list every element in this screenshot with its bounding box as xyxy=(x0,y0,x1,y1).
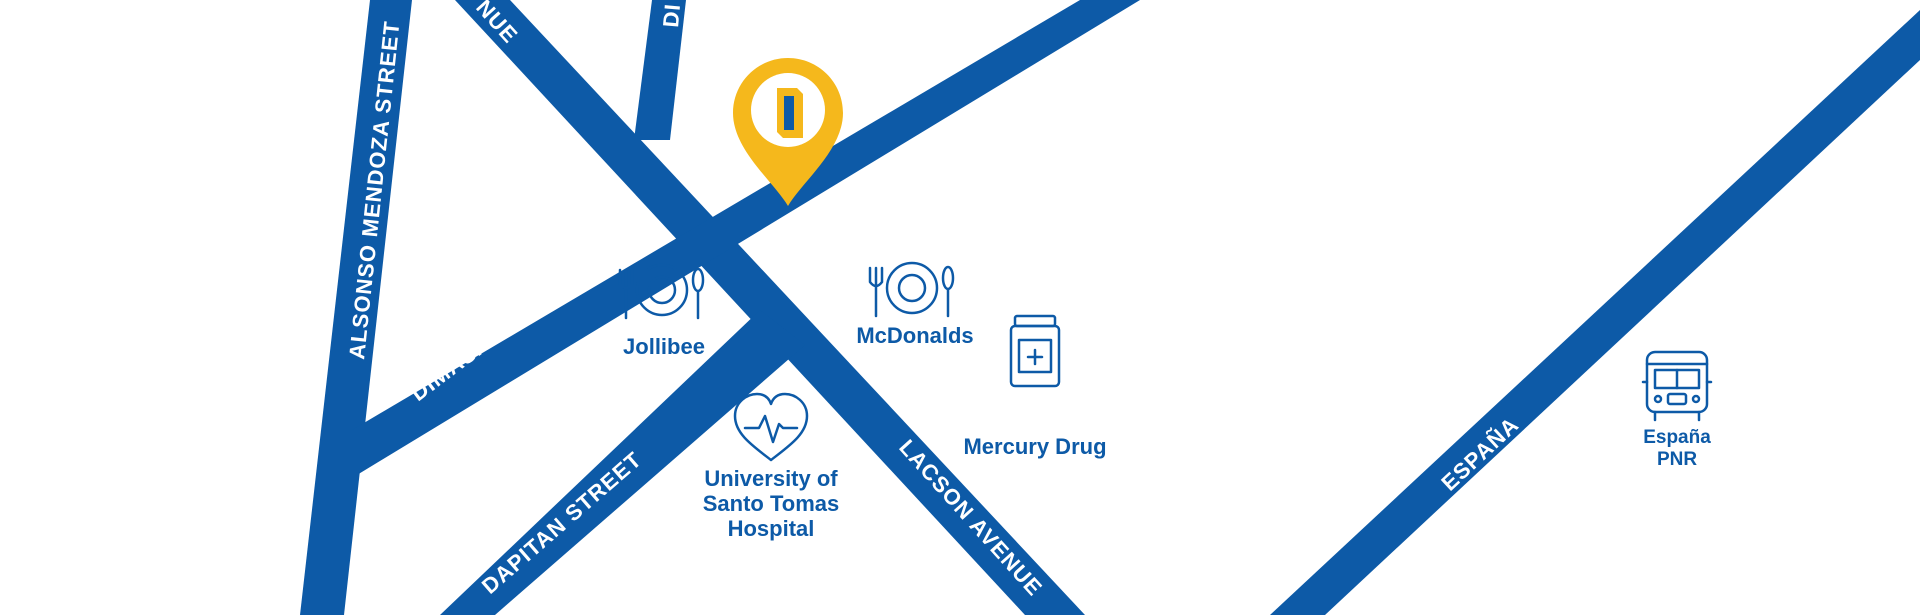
road-dapitan-lower xyxy=(440,310,805,615)
poi-label-ust-line3: Hospital xyxy=(728,516,815,541)
train-icon xyxy=(1641,350,1713,422)
poi-label-mercury-drug: Mercury Drug xyxy=(963,434,1106,459)
poi-label-espana-pnr-line1: España xyxy=(1643,427,1711,448)
roads xyxy=(300,0,1920,615)
road-label-lacson-lower: LACSON AVENUE xyxy=(894,435,1047,601)
dining-icon xyxy=(868,261,955,318)
road-alfonso-mendoza xyxy=(300,0,412,615)
road-dimasalang-dapitan xyxy=(352,0,1140,478)
poi-label-ust-line1: University of xyxy=(704,466,838,491)
road-label-dapitan-lower: DAPITAN STREET xyxy=(477,447,647,599)
location-pin-icon[interactable] xyxy=(733,58,843,206)
medicine-jar-icon xyxy=(1009,314,1061,388)
poi-label-mcdonalds: McDonalds xyxy=(856,323,973,348)
poi-label-jollibee: Jollibee xyxy=(623,334,705,359)
road-espana xyxy=(1270,10,1920,615)
poi-label-espana-pnr-line2: PNR xyxy=(1657,449,1697,470)
road-label-dimasalang-upper-partial: DI xyxy=(658,2,685,28)
dining-icon xyxy=(618,263,705,320)
poi-mcdonalds[interactable]: McDonalds xyxy=(856,261,974,348)
poi-espana-pnr[interactable]: España PNR xyxy=(1641,350,1713,470)
road-dimasalang-upper xyxy=(634,0,686,140)
poi-mercury-drug[interactable]: Mercury Drug xyxy=(963,314,1107,459)
heart-pulse-icon xyxy=(733,392,809,462)
poi-jollibee[interactable]: Jollibee xyxy=(618,263,705,359)
poi-ust-hospital[interactable]: University of Santo Tomas Hospital xyxy=(703,392,840,541)
poi-label-ust-line2: Santo Tomas xyxy=(703,491,840,516)
road-lacson-avenue xyxy=(455,0,1085,615)
